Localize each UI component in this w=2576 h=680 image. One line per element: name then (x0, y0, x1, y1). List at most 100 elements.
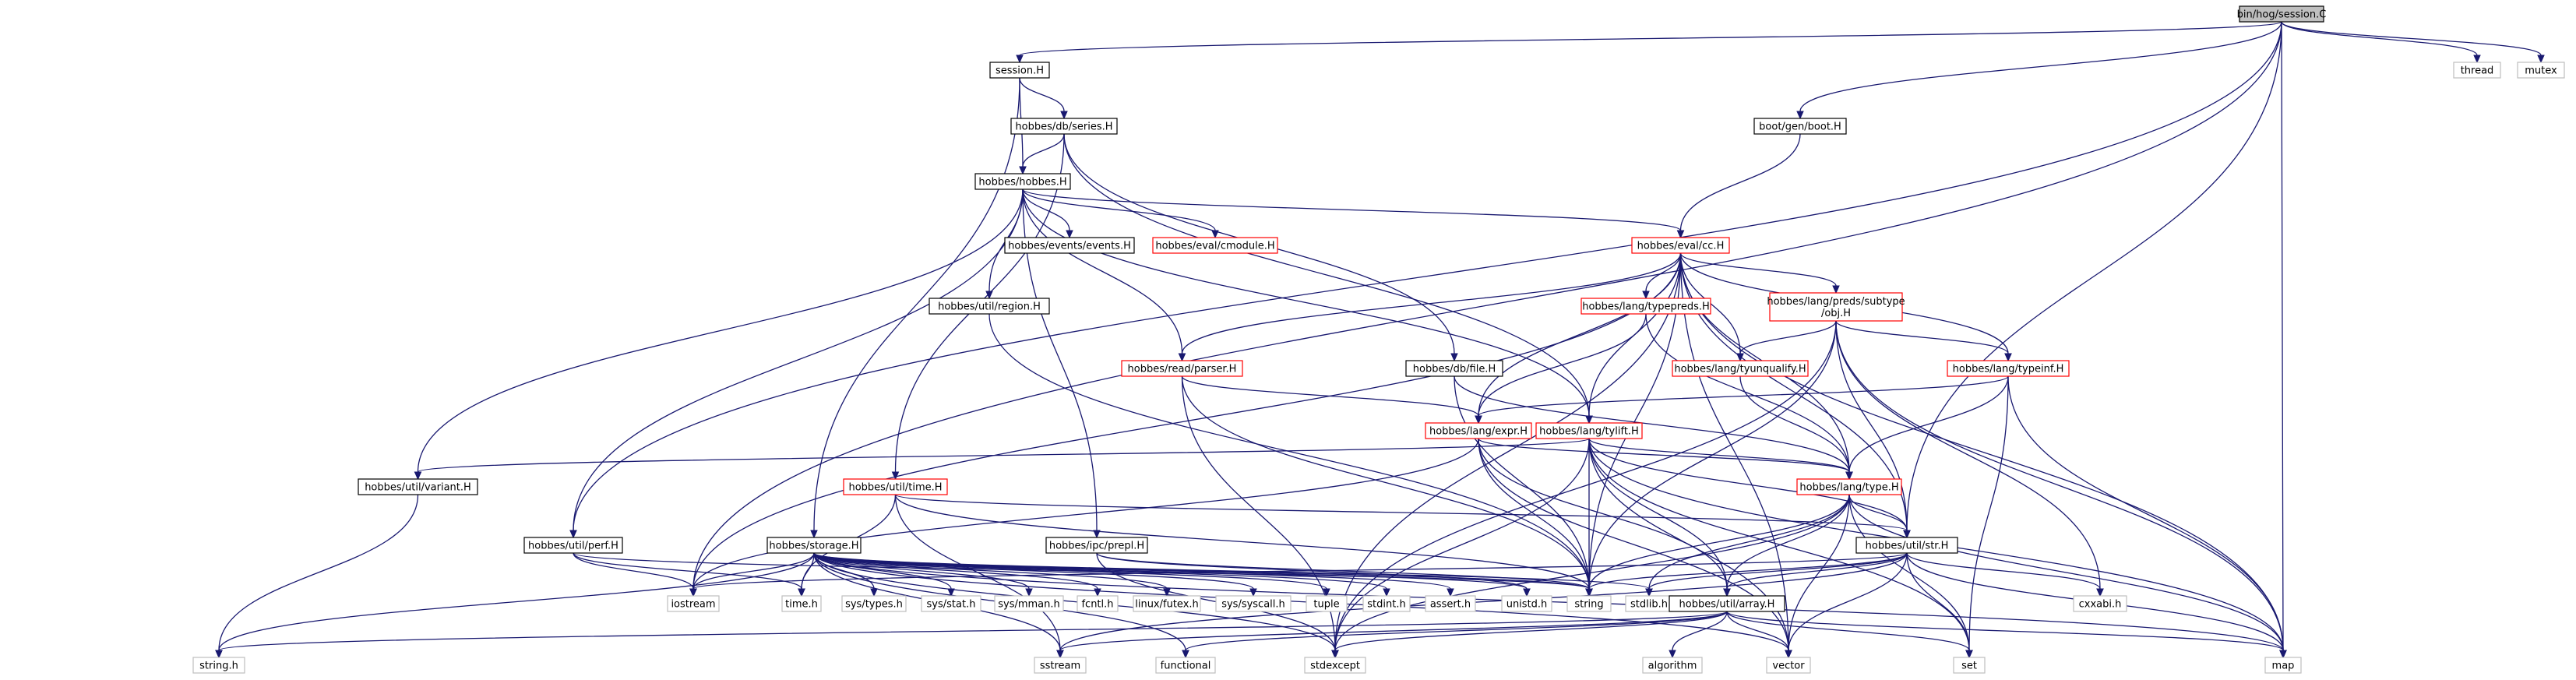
node-box (1362, 595, 1411, 612)
edge-line (1588, 438, 1908, 531)
edge-storage_H-to-sys_mman (813, 552, 1033, 597)
edge-line (813, 552, 1168, 590)
node-iostream: iostream (667, 595, 720, 612)
arrowhead (1736, 353, 1744, 362)
edge-str_H-to-array_H (1723, 552, 1908, 597)
node-tylift-H[interactable]: hobbes/lang/tylift.H (1535, 422, 1643, 439)
node-label: linux/futex.h (1135, 599, 1199, 611)
node-parser-H[interactable]: hobbes/read/parser.H (1121, 360, 1243, 377)
edge-cc_H-to-typepreds_H (1642, 252, 1682, 300)
edge-array_H-to-map (1726, 611, 2287, 659)
node-label: cxxabi.h (2079, 599, 2122, 611)
node-box (192, 657, 245, 674)
node-obj-H[interactable]: hobbes/lang/preds/subtype/obj.H (1767, 292, 1905, 322)
node-box (1155, 657, 1216, 674)
node-hobbes-H[interactable]: hobbes/hobbes.H (974, 173, 1071, 190)
node-time-H[interactable]: hobbes/util/time.H (843, 478, 948, 495)
node-session-H[interactable]: session.H (989, 62, 1050, 79)
node-stdexcept: stdexcept (1304, 657, 1366, 674)
node-cmodule-H[interactable]: hobbes/eval/cmodule.H (1152, 237, 1278, 254)
arrowhead (2096, 588, 2104, 597)
node-box (921, 595, 981, 612)
edge-line (1679, 252, 1789, 651)
edge-layer (215, 21, 2545, 659)
node-type-H[interactable]: hobbes/lang/type.H (1796, 478, 1902, 495)
node-tyunqualify-H[interactable]: hobbes/lang/tyunqualify.H (1672, 360, 1809, 377)
node-cc-H[interactable]: hobbes/eval/cc.H (1631, 237, 1730, 254)
node-box (1631, 237, 1730, 254)
node-storage-H[interactable]: hobbes/storage.H (766, 537, 862, 554)
edge-session_C-to-thread (2281, 21, 2481, 64)
arrowhead (1066, 230, 1073, 239)
node-typeinf-H[interactable]: hobbes/lang/typeinf.H (1947, 360, 2070, 377)
node-file-H[interactable]: hobbes/db/file.H (1405, 360, 1503, 377)
arrowhead (2473, 55, 2481, 64)
edge-line (1679, 133, 1801, 231)
node-label: hobbes/util/time.H (848, 482, 942, 494)
node-box (1753, 118, 1847, 135)
node-sstream: sstream (1034, 657, 1087, 674)
edge-storage_H-to-time_h (798, 552, 815, 597)
edge-line (1726, 552, 1908, 590)
node-box (523, 537, 623, 554)
edge-line (1835, 320, 1908, 531)
node-box (1304, 657, 1366, 674)
edge-line (1478, 375, 2009, 417)
node-prepl-H[interactable]: hobbes/ipc/prepl.H (1045, 537, 1148, 554)
node-variant-H[interactable]: hobbes/util/variant.H (358, 478, 478, 495)
node-boot-H[interactable]: boot/gen/boot.H (1753, 118, 1847, 135)
edge-line (813, 552, 1030, 590)
edge-type_H-to-str_H (1848, 494, 1911, 539)
node-label: algorithm (1648, 661, 1697, 672)
node-label: sys/mman.h (998, 599, 1060, 611)
node-session-C[interactable]: bin/hog/session.C (2237, 5, 2327, 23)
edge-line (1019, 77, 1065, 112)
node-label: hobbes/lang/typepreds.H (1582, 301, 1710, 313)
edge-str_H-to-stdlib (1645, 552, 1908, 597)
node-region-H[interactable]: hobbes/util/region.H (929, 298, 1050, 315)
edge-line (218, 552, 815, 651)
arrowhead (870, 588, 878, 597)
arrowhead (2004, 353, 2012, 362)
node-expr-H[interactable]: hobbes/lang/expr.H (1425, 422, 1532, 439)
edge-line (692, 552, 815, 590)
edge-line (1588, 494, 1850, 590)
arrowhead (1475, 415, 1482, 425)
arrowhead (1585, 415, 1593, 425)
edge-line (1334, 320, 1837, 651)
arrowhead (1642, 291, 1650, 300)
edge-line (1478, 438, 1728, 590)
edge-line (1181, 375, 1479, 417)
edge-line (1588, 438, 1970, 651)
edge-array_H-to-string_h (215, 611, 1728, 659)
edge-line (1181, 375, 1590, 590)
edge-tyunqualify_H-to-type_H (1739, 375, 1853, 481)
node-perf-H[interactable]: hobbes/util/perf.H (523, 537, 623, 554)
edge-line (813, 552, 1336, 651)
node-label: unistd.h (1506, 599, 1548, 611)
arrowhead (1845, 471, 1853, 481)
edge-line (573, 21, 2282, 531)
node-events-H[interactable]: hobbes/events/events.H (1004, 237, 1135, 254)
edge-line (218, 494, 419, 651)
edge-typeinf_H-to-set (1965, 375, 2009, 659)
arrowhead (985, 291, 993, 300)
edge-storage_H-to-string_h (215, 552, 815, 659)
node-assert: assert.h (1425, 595, 1476, 612)
arrowhead (810, 530, 818, 539)
edge-line (2007, 375, 2284, 651)
node-box (766, 537, 862, 554)
node-label: hobbes/eval/cmodule.H (1155, 241, 1274, 252)
node-array-H[interactable]: hobbes/util/array.H (1669, 595, 1785, 612)
edge-line (573, 552, 802, 590)
node-typepreds-H[interactable]: hobbes/lang/typepreds.H (1580, 298, 1711, 315)
edge-line (692, 252, 1682, 590)
node-series-H[interactable]: hobbes/db/series.H (1010, 118, 1118, 135)
node-box (1306, 595, 1348, 612)
edge-obj_H-to-tyunqualify_H (1736, 320, 1837, 362)
arrowhead (1249, 588, 1257, 597)
node-str-H[interactable]: hobbes/util/str.H (1855, 537, 1958, 554)
arrowhead (1016, 55, 1024, 64)
edge-line (894, 494, 1908, 531)
edge-type_H-to-string (1585, 494, 1850, 597)
